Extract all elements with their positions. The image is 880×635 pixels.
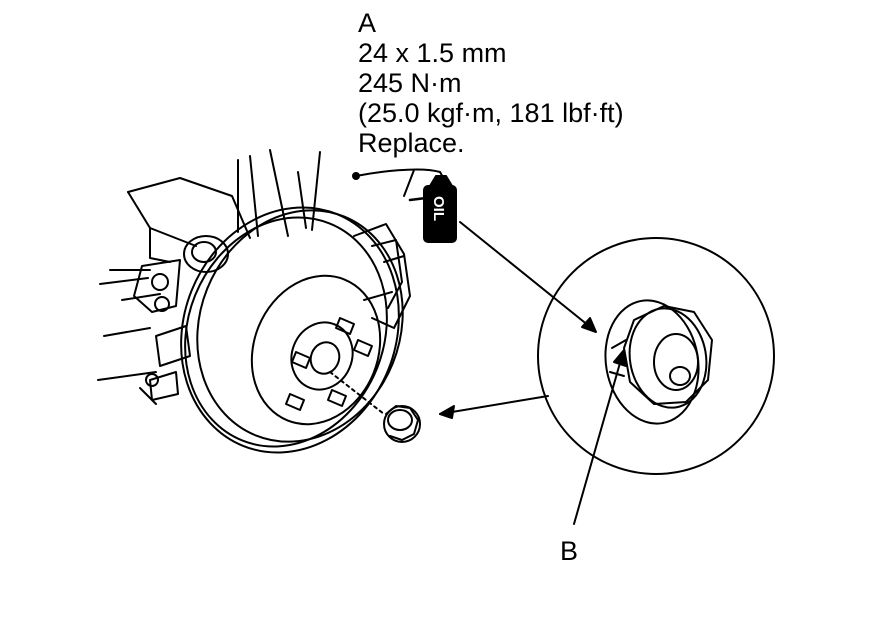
wheel-studs	[285, 317, 373, 411]
brake-rotor	[180, 206, 404, 454]
callout-a-size: 24 x 1.5 mm	[358, 38, 507, 68]
hub-nut	[329, 371, 421, 443]
callout-b-letter: B	[560, 536, 579, 566]
callout-a: A 24 x 1.5 mm 245 N·m (25.0 kgf·m, 181 l…	[358, 8, 624, 158]
arrow-b	[573, 349, 627, 525]
leader-line-a	[352, 168, 449, 197]
callout-a-torque: 245 N·m	[358, 68, 462, 98]
oil-can-label: OIL	[430, 196, 447, 221]
brake-caliper	[353, 223, 411, 329]
oil-can-icon: OIL	[408, 175, 457, 243]
callout-a-note: Replace.	[358, 128, 465, 158]
callout-a-torque-alt: (25.0 kgf·m, 181 lbf·ft)	[358, 98, 624, 128]
arrow-to-nut	[439, 395, 549, 419]
arrow-oil-to-detail	[459, 221, 597, 333]
detail-view-circle	[537, 237, 775, 475]
suspension-knuckle	[97, 149, 321, 405]
callout-a-letter: A	[358, 8, 377, 38]
